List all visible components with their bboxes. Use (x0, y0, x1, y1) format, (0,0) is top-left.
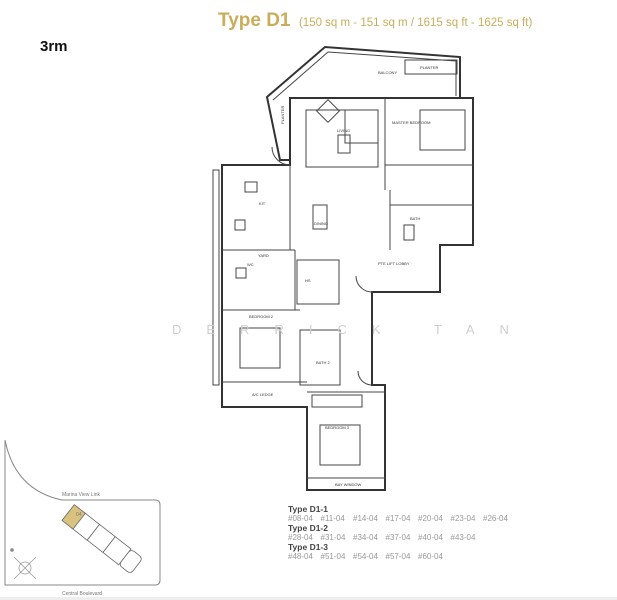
unit-row: #28-04 #31-04 #34-04 #37-04 #40-04 #43-0… (288, 533, 516, 542)
unit-number: #57-04 (385, 552, 411, 561)
room-bath-2: BATH 2 (316, 360, 330, 365)
room-labels: BALCONY PLANTER PLANTER LIVING MASTER BE… (247, 65, 439, 487)
unit-row: #08-04 #11-04 #14-04 #17-04 #20-04 #23-0… (288, 514, 516, 523)
room-balcony: BALCONY (378, 70, 397, 75)
unit-row: #48-04 #51-04 #54-04 #57-04 #60-04 (288, 552, 516, 561)
room-bath: BATH (410, 216, 420, 221)
room-hs: HS (305, 278, 311, 283)
watermark: DERRICK TAN (172, 322, 534, 337)
site-plan: 04 Marina View Link Central Boulevard (4, 439, 161, 597)
room-living: LIVING (337, 128, 350, 133)
plan-title: Type D1 (150 sq m - 151 sq m / 1615 sq f… (218, 10, 532, 32)
unit-number: #28-04 (288, 533, 313, 542)
road-central-boulevard: Central Boulevard (62, 591, 102, 597)
road-marina-view-link: Marina View Link (62, 492, 100, 498)
unit-number: #31-04 (320, 533, 346, 542)
unit-number: #26-04 (483, 514, 508, 523)
room-lobby: PTE LIFT LOBBY (378, 261, 410, 266)
room-wc: WC (247, 262, 254, 267)
unit-number: #34-04 (353, 533, 378, 542)
bottom-edge (0, 597, 617, 600)
unit-number: #60-04 (418, 552, 443, 561)
unit-number: #37-04 (385, 533, 411, 542)
unit-number: #43-04 (450, 533, 476, 542)
unit-number: #08-04 (288, 514, 313, 523)
unit-number: #11-04 (320, 514, 345, 523)
room-bay-window: BAY WINDOW (335, 482, 362, 487)
room-kit: KIT (259, 201, 266, 206)
area-label: (150 sq m - 151 sq m / 1615 sq ft - 1625… (298, 17, 533, 29)
unit-group-type: Type D1-1 (288, 504, 328, 514)
room-planter-left: PLANTER (280, 105, 285, 124)
room-bedroom-2: BEDROOM 2 (249, 314, 274, 319)
unit-number: #14-04 (353, 514, 378, 523)
highlighted-unit (61, 504, 86, 530)
unit-outline (221, 97, 474, 491)
unit-number: #20-04 (418, 514, 443, 523)
unit-number: #48-04 (288, 552, 313, 561)
unit-group-type: Type D1-3 (288, 542, 328, 552)
room-planter-top: PLANTER (420, 65, 439, 70)
site-unit-label: 04 (76, 512, 82, 518)
room-ac-ledge: A/C LEDGE (252, 392, 274, 397)
type-label: Type D1 (218, 10, 291, 31)
interior-walls (212, 51, 473, 479)
unit-number: #23-04 (450, 514, 476, 523)
north-compass-icon (10, 548, 37, 580)
room-master: MASTER BEDROOM (392, 120, 430, 125)
unit-group-type: Type D1-2 (288, 523, 328, 533)
room-bedroom-3: BEDROOM 3 (325, 425, 350, 430)
unit-number: #51-04 (320, 552, 346, 561)
unit-list: Type D1-1 #08-04 #11-04 #14-04 #17-04 #2… (288, 504, 516, 561)
unit-number: #40-04 (418, 533, 443, 542)
unit-number: #54-04 (353, 552, 378, 561)
room-yard: YARD (258, 253, 269, 258)
room-dining: DINING (314, 221, 328, 226)
unit-number: #17-04 (385, 514, 411, 523)
room-count: 3rm (40, 38, 68, 55)
